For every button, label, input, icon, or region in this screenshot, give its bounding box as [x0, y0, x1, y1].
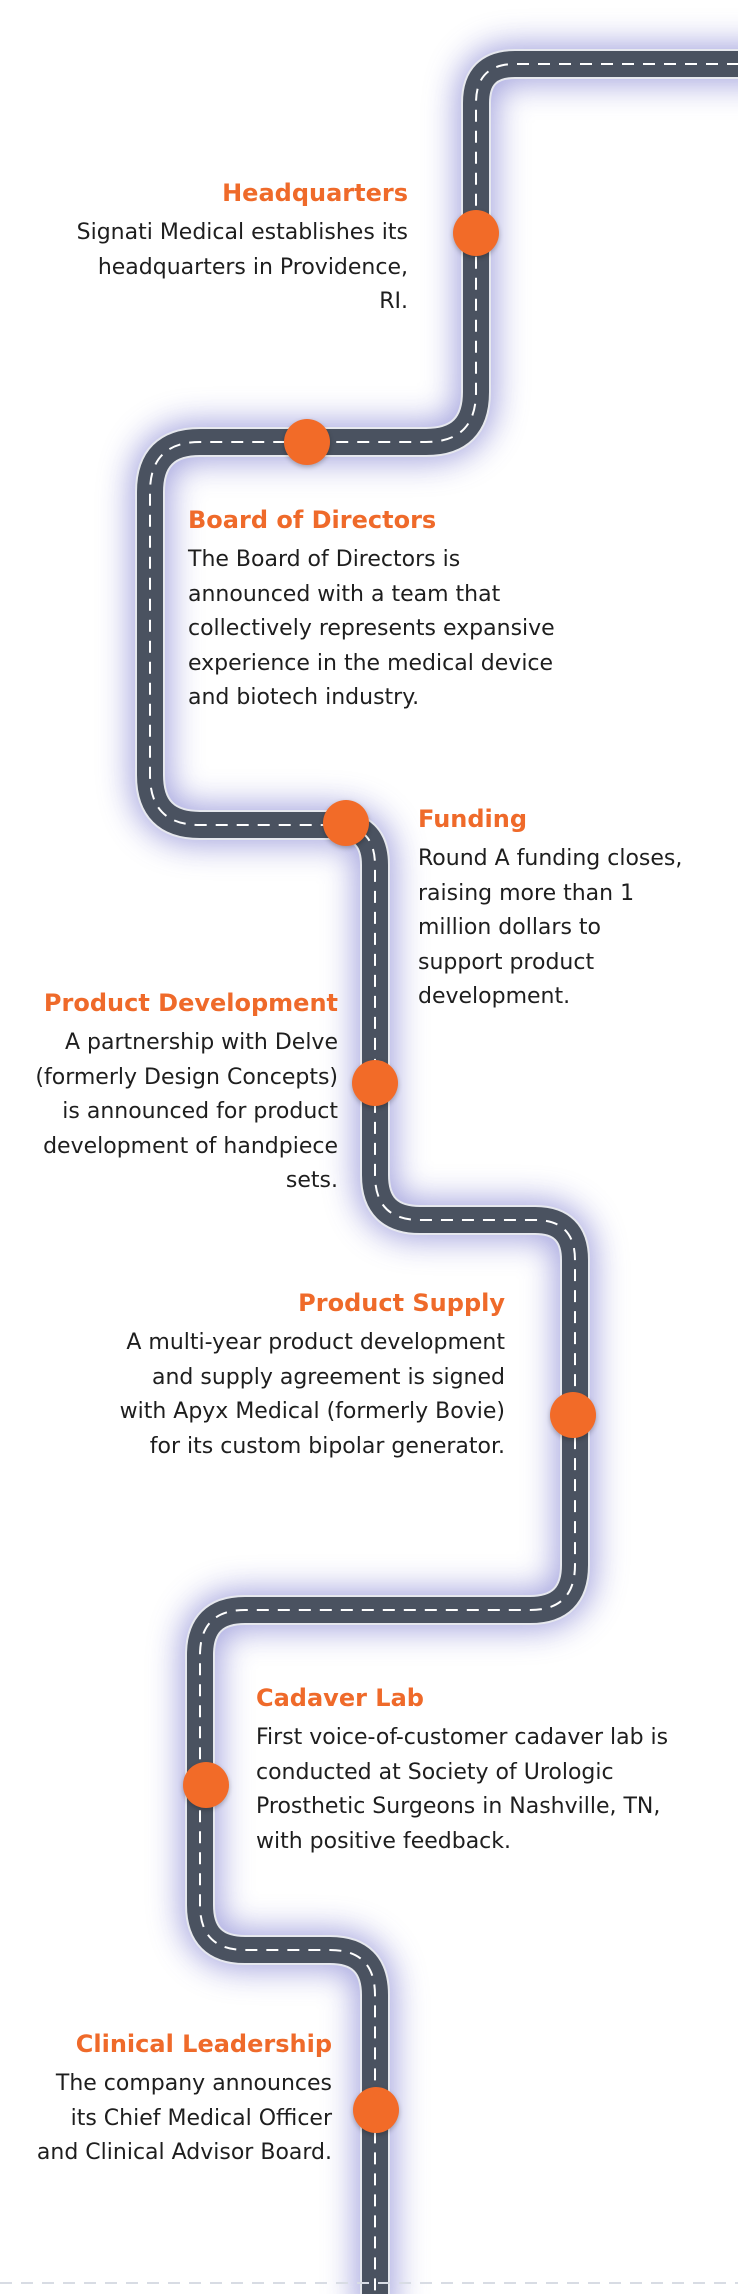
milestone-product-development: Product Development A partnership with D… — [18, 988, 338, 1199]
milestone-headquarters: Headquarters Signati Medical establishes… — [68, 178, 408, 320]
milestone-product-supply: Product Supply A multi-year product deve… — [105, 1288, 505, 1464]
milestone-dot-clinical-leadership — [353, 2087, 399, 2133]
milestone-dot-product-supply — [550, 1392, 596, 1438]
milestone-dot-board — [284, 419, 330, 465]
milestone-clinical-leadership: Clinical Leadership The company announce… — [32, 2029, 332, 2171]
milestone-body: A partnership with Delve (formerly Desig… — [35, 1030, 338, 1193]
milestone-body: The company announces its Chief Medical … — [36, 2071, 332, 2165]
milestone-body: Signati Medical establishes its headquar… — [76, 220, 408, 314]
milestone-body: Round A funding closes, raising more tha… — [418, 846, 683, 1009]
milestone-title: Product Development — [43, 989, 338, 1017]
milestone-title: Funding — [418, 805, 528, 833]
milestone-title: Cadaver Lab — [256, 1684, 424, 1712]
milestone-title: Product Supply — [298, 1289, 505, 1317]
milestone-title: Headquarters — [222, 179, 408, 207]
milestone-dot-cadaver-lab — [183, 1762, 229, 1808]
milestone-title: Clinical Leadership — [75, 2030, 332, 2058]
milestone-title: Board of Directors — [188, 506, 437, 534]
milestone-body: The Board of Directors is announced with… — [188, 547, 555, 710]
milestone-dot-product-development — [352, 1060, 398, 1106]
milestone-board-of-directors: Board of Directors The Board of Director… — [188, 505, 588, 716]
road-center-line — [149, 63, 738, 2294]
milestone-dot-headquarters — [453, 210, 499, 256]
milestone-body: First voice-of-customer cadaver lab is c… — [256, 1725, 669, 1854]
milestone-body: A multi-year product development and sup… — [119, 1330, 505, 1459]
milestone-dot-funding — [323, 800, 369, 846]
milestone-funding: Funding Round A funding closes, raising … — [418, 804, 688, 1015]
milestone-cadaver-lab: Cadaver Lab First voice-of-customer cada… — [256, 1683, 706, 1859]
